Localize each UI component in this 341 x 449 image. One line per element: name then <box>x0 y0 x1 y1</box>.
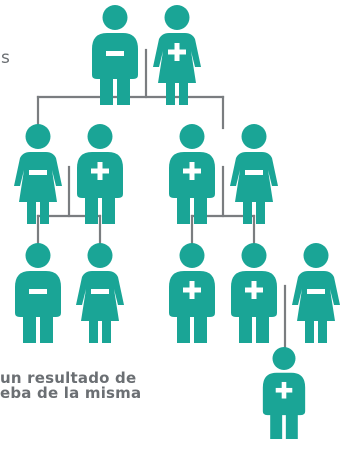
plus-icon <box>91 162 109 180</box>
male-person-icon-gen3-boy-2 <box>169 243 215 343</box>
minus-icon <box>106 51 124 56</box>
minus-icon <box>307 289 325 294</box>
plus-icon <box>275 381 293 399</box>
male-person-icon-gen2-son-in-law <box>77 124 123 224</box>
female-person-icon-gen2-daughter-1 <box>14 124 62 224</box>
female-person-icon-gen2-daughter-in-law <box>230 124 278 224</box>
minus-icon <box>29 289 47 294</box>
male-person-icon-gen1-father <box>92 5 138 105</box>
minus-icon <box>29 170 47 175</box>
text-fragment-line-2: eba de la misma <box>0 384 142 402</box>
plus-icon <box>183 162 201 180</box>
female-person-icon-gen3-girl-1 <box>76 243 124 343</box>
male-person-icon-gen4-boy <box>262 347 306 439</box>
male-person-icon-gen3-boy-1 <box>15 243 61 343</box>
text-fragment-left: s <box>1 48 10 68</box>
people-layer <box>14 5 340 439</box>
plus-icon <box>168 43 186 61</box>
female-person-icon-gen1-mother <box>153 5 201 105</box>
male-person-icon-gen2-son <box>169 124 215 224</box>
male-person-icon-gen3-boy-3 <box>231 243 277 343</box>
text-fragment-line-1: un resultado de <box>0 369 137 387</box>
plus-icon <box>183 281 201 299</box>
female-person-icon-gen3-partner <box>292 243 340 343</box>
minus-icon <box>245 170 263 175</box>
plus-icon <box>245 281 263 299</box>
minus-icon <box>91 289 109 294</box>
